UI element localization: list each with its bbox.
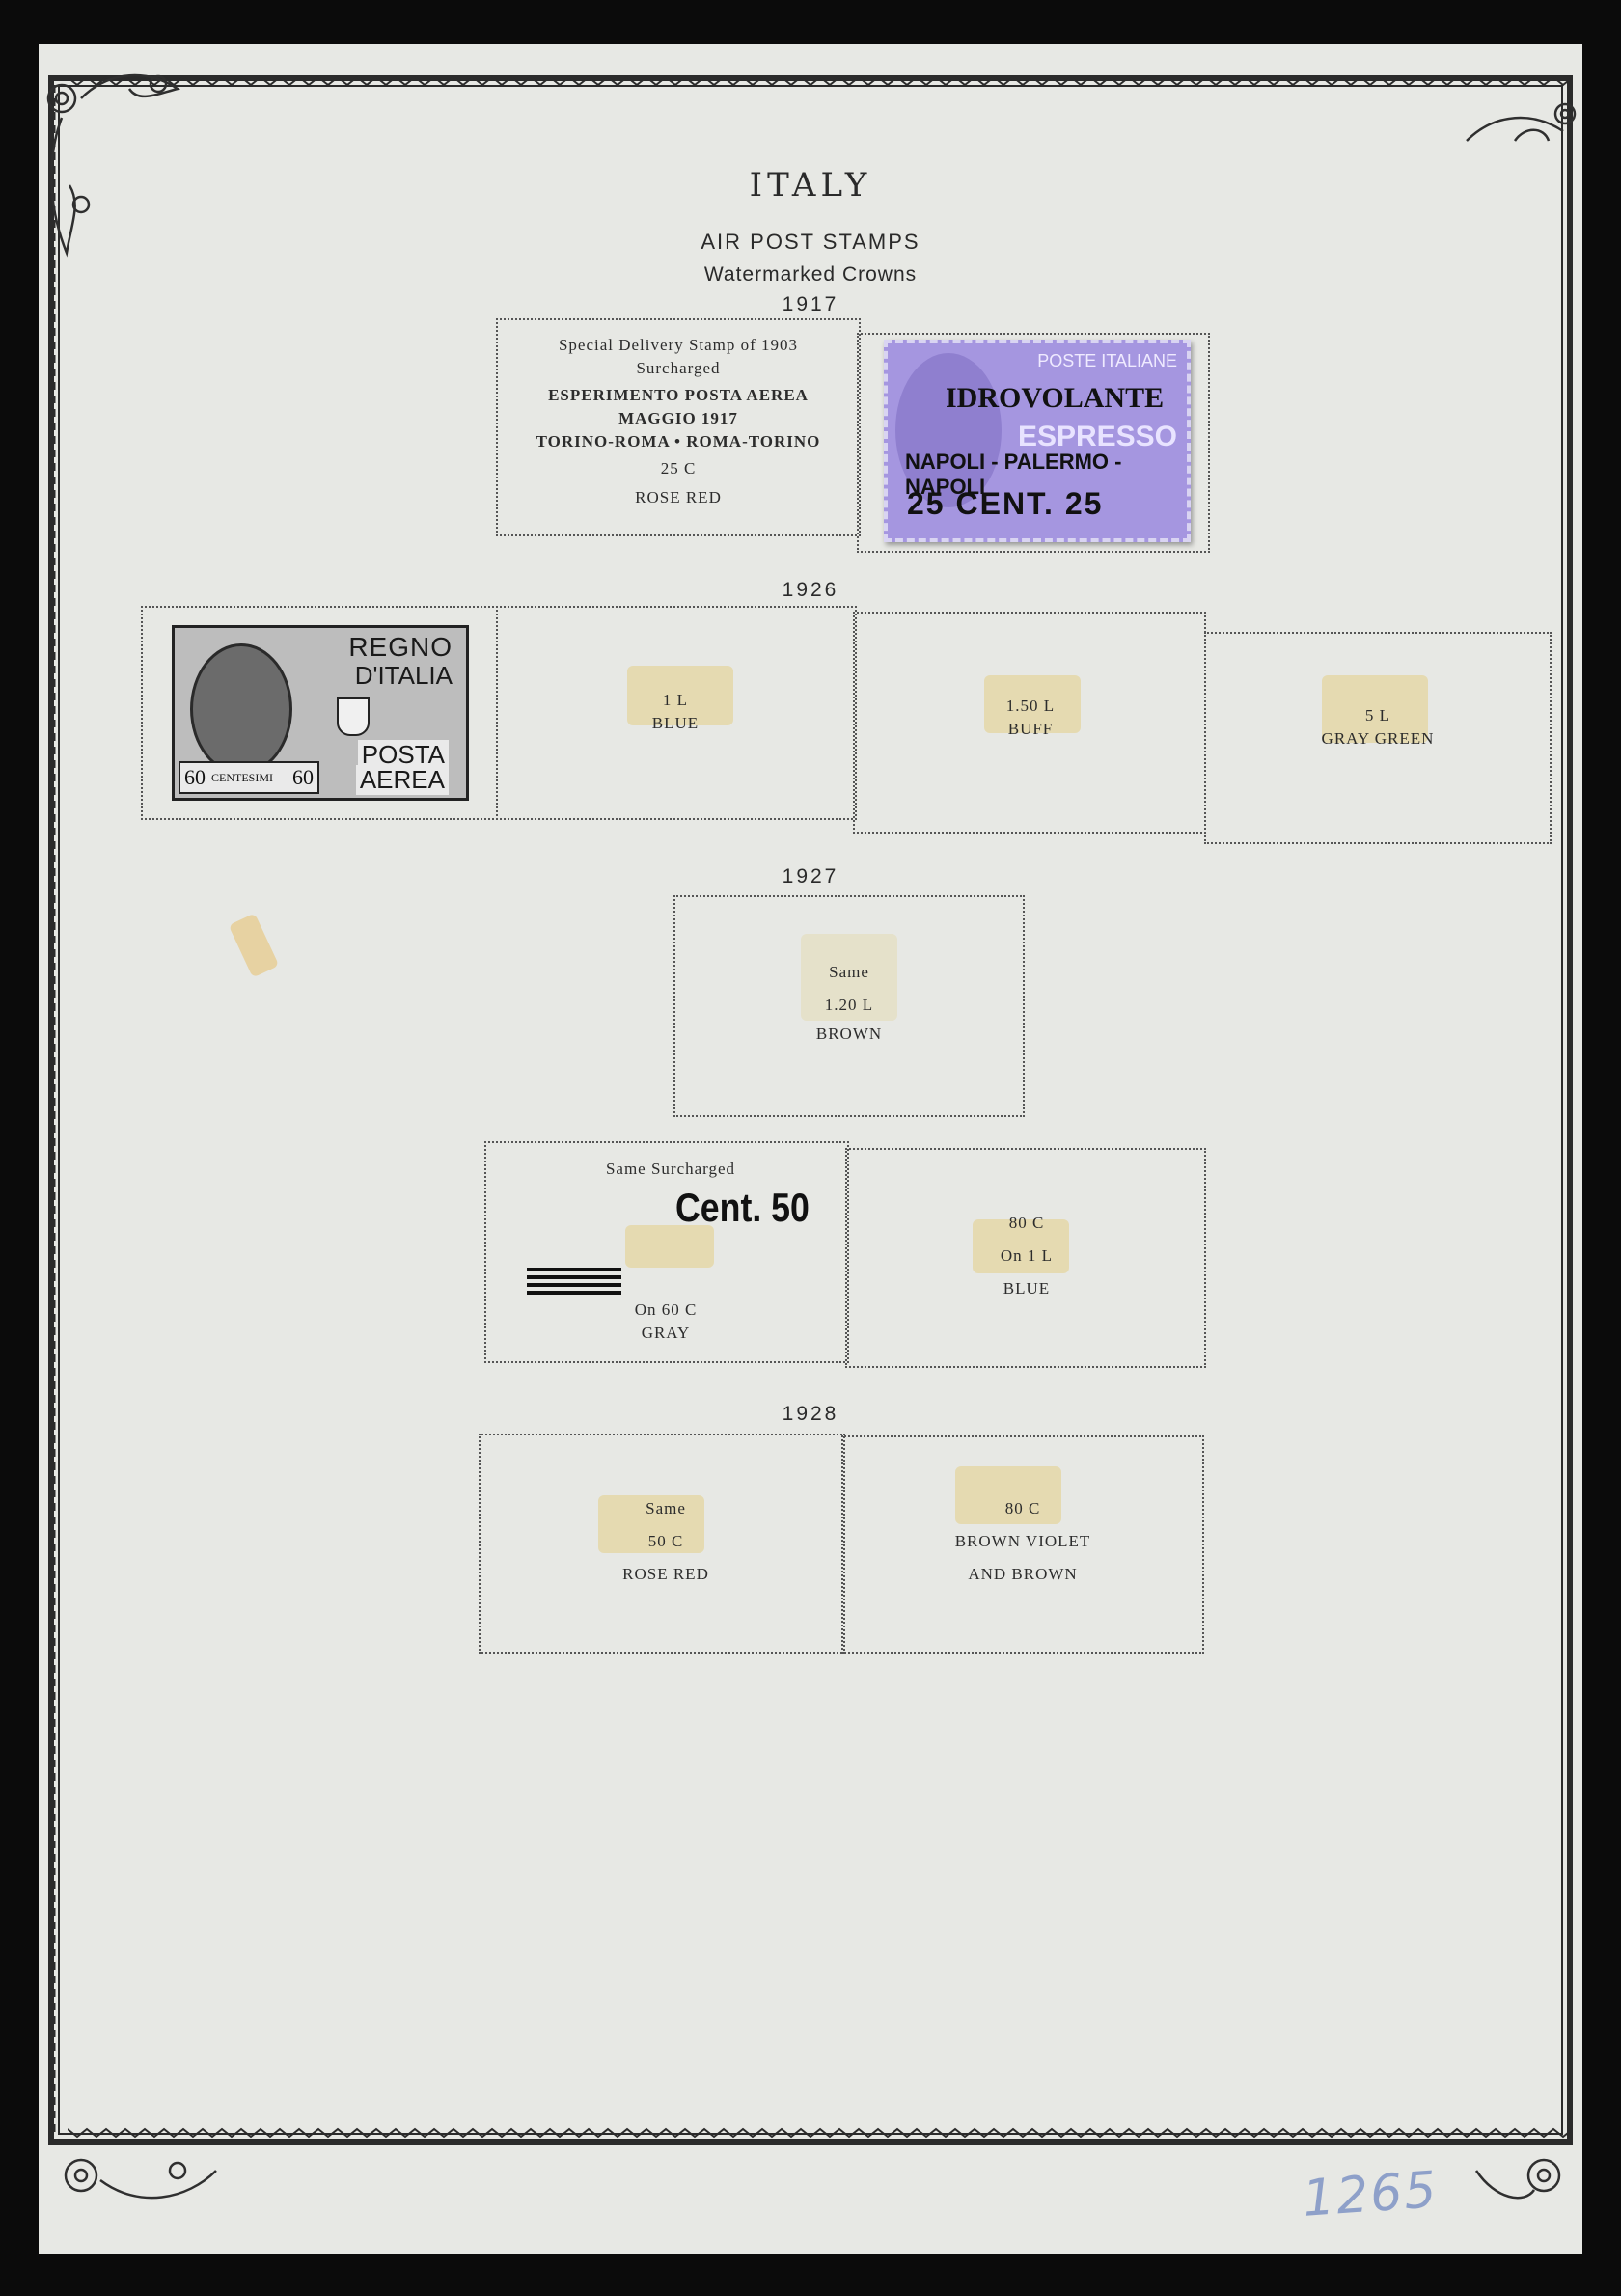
stamp-illustration-1926: REGNO D'ITALIA POSTA AEREA 60 CENTESIMI … bbox=[172, 625, 469, 801]
surcharge-obliterating-bars-icon bbox=[527, 1268, 621, 1295]
divider bbox=[496, 606, 500, 820]
stamp-value: 5 L bbox=[1364, 706, 1391, 724]
illus-bottom1: POSTA bbox=[357, 740, 449, 770]
stamp-color: GRAY bbox=[641, 1324, 691, 1342]
stamp-value: 1.20 L bbox=[824, 996, 874, 1014]
stamp-space-1926-blue[interactable]: 1 L BLUE bbox=[579, 689, 772, 735]
pencil-page-number: 1265 bbox=[1301, 2161, 1441, 2228]
stamp-space-1926-buff-text[interactable]: 1.50 L BUFF bbox=[934, 695, 1127, 741]
stamp-row-1926-left bbox=[141, 606, 857, 820]
stamp-color: ROSE RED bbox=[635, 488, 722, 506]
stamp-space-1927-surcharged-gray[interactable] bbox=[484, 1141, 849, 1363]
page-frame-outer bbox=[48, 75, 1573, 2145]
stamp-value: 80 C bbox=[1004, 1499, 1041, 1517]
description-line: Same bbox=[829, 963, 869, 981]
stamp-space-1926-gray-green bbox=[1204, 632, 1552, 844]
frame-zigzag-top bbox=[68, 75, 1573, 87]
description-1927-surcharged: On 60 C GRAY bbox=[569, 1298, 762, 1345]
stamp-hinge-remnant bbox=[955, 1466, 1061, 1524]
stamp-space-1928-rose-red[interactable] bbox=[479, 1434, 845, 1654]
description-1928-second: 80 C BROWN VIOLET AND BROWN bbox=[907, 1497, 1139, 1586]
stamp-value: 80 C bbox=[1008, 1214, 1045, 1232]
stamp-space-1927-surcharged-blue[interactable] bbox=[845, 1148, 1206, 1368]
stamp-space-1926-gray-green-text[interactable]: 5 L GRAY GREEN bbox=[1281, 704, 1474, 751]
description-line: Special Delivery Stamp of 1903 bbox=[558, 336, 799, 354]
stamp-portrait-icon bbox=[895, 353, 1002, 507]
stamp-color: BLUE bbox=[1003, 1279, 1051, 1298]
stamp-label: ESPRESSO bbox=[1017, 421, 1177, 452]
description-1917: Special Delivery Stamp of 1903 Surcharge… bbox=[502, 334, 855, 509]
stamp-value: On 60 C bbox=[634, 1300, 698, 1319]
illus-value-bar: 60 CENTESIMI 60 bbox=[179, 761, 319, 794]
stamp-header: POSTE ITALIANE bbox=[1037, 351, 1177, 370]
illus-value-left: 60 bbox=[184, 765, 206, 789]
album-page bbox=[39, 44, 1582, 2254]
stamp-color: GRAY GREEN bbox=[1321, 729, 1435, 748]
illus-bottom2: AEREA bbox=[355, 765, 449, 795]
corner-ornament-bottom-left-icon bbox=[64, 2158, 217, 2200]
description-line: Surcharged bbox=[636, 359, 721, 377]
year-heading-1926: 1926 bbox=[782, 579, 839, 601]
stamp-color: ROSE RED bbox=[622, 1565, 709, 1583]
stamp-hinge-remnant bbox=[598, 1495, 704, 1553]
stamp-space-1917-mounted bbox=[857, 333, 1210, 553]
corner-ornament-top-left-icon bbox=[46, 73, 181, 258]
stamp-value: 25 C bbox=[660, 459, 697, 478]
illus-value-word: CENTESIMI bbox=[211, 771, 273, 784]
description-1928-first: Same 50 C ROSE RED bbox=[569, 1497, 762, 1586]
stamp-hinge-remnant bbox=[627, 666, 733, 725]
stamp-hinge-remnant bbox=[1322, 675, 1428, 743]
stamp-hinge-remnant bbox=[973, 1219, 1069, 1273]
stamp-1917-idrovolante[interactable]: POSTE ITALIANE ESPRESSO IDROVOLANTE NAPO… bbox=[884, 340, 1191, 542]
frame-zigzag-left bbox=[52, 85, 56, 2135]
description-1927-single: Same 1.20 L BROWN bbox=[753, 961, 946, 1046]
corner-ornament-top-right-icon bbox=[1466, 102, 1577, 142]
stamp-overprint-line1: IDROVOLANTE bbox=[946, 382, 1165, 414]
illus-top1: REGNO bbox=[348, 632, 453, 662]
stamp-hinge-remnant bbox=[984, 675, 1081, 733]
stamp-color: BLUE bbox=[651, 714, 700, 732]
stamp-value: 1.50 L bbox=[1005, 697, 1056, 715]
surcharge-heading: Same Surcharged bbox=[605, 1160, 736, 1178]
section-title: AIR POST STAMPS bbox=[701, 230, 920, 254]
page-title-country: ITALY bbox=[749, 166, 872, 205]
stamp-space-1928-brown-violet[interactable] bbox=[841, 1435, 1204, 1654]
savoy-shield-icon bbox=[337, 697, 370, 736]
stamp-color: BUFF bbox=[1007, 720, 1054, 738]
illus-top2: D'ITALIA bbox=[354, 661, 453, 690]
corner-ornament-bottom-right-icon bbox=[1474, 2158, 1561, 2200]
stamp-value: 50 C bbox=[647, 1532, 684, 1550]
stamp-space-1927-brown[interactable] bbox=[673, 895, 1025, 1117]
surcharge-overprint-sample: Cent. 50 bbox=[675, 1185, 810, 1230]
year-heading-1927: 1927 bbox=[782, 865, 839, 888]
overprint-text: ESPERIMENTO POSTA AEREA bbox=[548, 386, 809, 404]
description-1927-second: 80 C On 1 L BLUE bbox=[930, 1212, 1123, 1300]
stamp-space-1917-description bbox=[496, 318, 861, 536]
king-portrait-icon bbox=[190, 643, 292, 775]
stamp-hinge-remnant bbox=[625, 1225, 714, 1268]
stamp-color: BROWN VIOLET bbox=[954, 1532, 1091, 1550]
year-heading-1928: 1928 bbox=[782, 1403, 839, 1425]
stamp-on-value: On 1 L bbox=[1000, 1246, 1054, 1265]
stamp-value: 1 L bbox=[662, 691, 689, 709]
year-heading-1917: 1917 bbox=[782, 293, 839, 315]
stamp-overprint-line3: 25 CENT. 25 bbox=[907, 486, 1104, 521]
illus-value-right: 60 bbox=[292, 765, 314, 789]
overprint-text: TORINO-ROMA • ROMA-TORINO bbox=[536, 432, 821, 451]
stamp-hinge-remnant bbox=[801, 934, 897, 1021]
stamp-color: BROWN bbox=[815, 1025, 883, 1043]
overprint-text: MAGGIO 1917 bbox=[618, 409, 738, 427]
watermark-note: Watermarked Crowns bbox=[703, 263, 918, 286]
description-line: Same bbox=[646, 1499, 686, 1517]
stamp-overprint-line2: NAPOLI - PALERMO - NAPOLI bbox=[905, 450, 1122, 499]
frame-zigzag-bottom bbox=[68, 2127, 1573, 2139]
stamp-color: AND BROWN bbox=[968, 1565, 1078, 1583]
